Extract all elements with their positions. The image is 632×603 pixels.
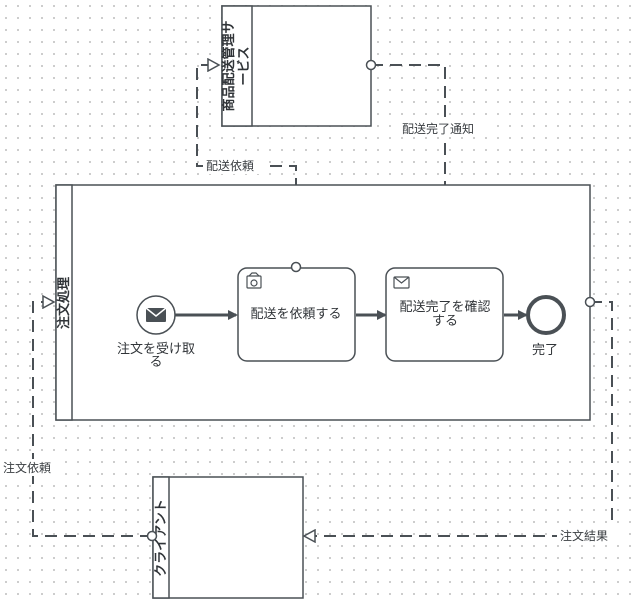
- task-request-delivery-label: 配送を依頼する: [250, 307, 341, 322]
- task-confirm-delivery-label-line1: 配送完了を確認: [399, 299, 490, 315]
- start-event-label-line1: 注文を受け取: [117, 342, 195, 357]
- message-label-delivery-complete: 配送完了通知: [402, 121, 474, 136]
- message-label-delivery-request: 配送依頼: [206, 158, 254, 173]
- pool-delivery-service-name-line2: ービス: [236, 46, 252, 85]
- message-source-marker: [584, 296, 596, 308]
- envelope-icon: [145, 307, 167, 322]
- pool-order-process-name: 注文処理: [56, 277, 72, 329]
- start-event-label-line2: る: [149, 355, 162, 370]
- task-confirm-delivery-label-line2: する: [432, 314, 458, 329]
- pool-client-name: クライアント: [154, 499, 169, 576]
- end-event[interactable]: [526, 295, 566, 335]
- message-source-marker: [146, 530, 158, 542]
- message-label-order-request: 注文依頼: [3, 460, 51, 475]
- message-flow-order-request[interactable]: [32, 302, 152, 537]
- pool-delivery-service[interactable]: 商品配送管理サ ービス: [221, 5, 372, 127]
- message-source-marker: [290, 261, 302, 273]
- service-task-icon: [246, 272, 262, 289]
- mail-icon: [393, 276, 410, 289]
- message-label-order-result: 注文結果: [560, 528, 608, 543]
- message-flow-delivery-complete[interactable]: [371, 64, 445, 266]
- task-request-delivery[interactable]: 配送を依頼する: [237, 267, 356, 362]
- end-event-label: 完了: [532, 343, 558, 358]
- message-flow-order-result[interactable]: [304, 301, 613, 536]
- pool-delivery-service-name-line1: 商品配送管理サ: [221, 20, 237, 111]
- task-confirm-delivery[interactable]: 配送完了を確認 する: [385, 267, 504, 362]
- pool-client[interactable]: クライアント: [152, 476, 304, 599]
- start-event-message[interactable]: [136, 295, 176, 335]
- message-source-marker: [365, 59, 377, 71]
